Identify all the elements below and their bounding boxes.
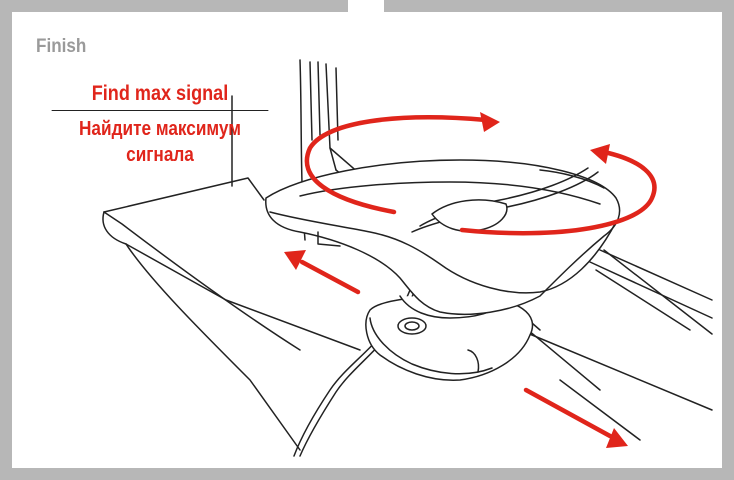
slide-arrow-right <box>523 387 613 439</box>
frame-notch <box>348 0 384 12</box>
slide-arrowhead-right <box>606 428 628 448</box>
slide-arrow-left <box>299 259 361 295</box>
caption-russian: Найдите максимум сигнала <box>79 118 241 166</box>
antenna-base <box>365 295 534 381</box>
rotation-arrowhead-lower <box>590 144 610 164</box>
caption-english: Find max signal <box>51 80 269 111</box>
table <box>102 177 713 451</box>
rotation-arrow-lower <box>459 149 657 236</box>
rotation-arrow-upper <box>304 115 489 215</box>
instruction-caption: Find max signal Найдите максимум сигнала <box>34 80 286 168</box>
antenna-head <box>265 159 621 316</box>
step-label: Finish <box>36 36 87 57</box>
rotation-arrowhead-upper <box>480 112 500 132</box>
motion-arrows <box>284 112 657 448</box>
slide-arrowhead-left <box>284 250 306 270</box>
